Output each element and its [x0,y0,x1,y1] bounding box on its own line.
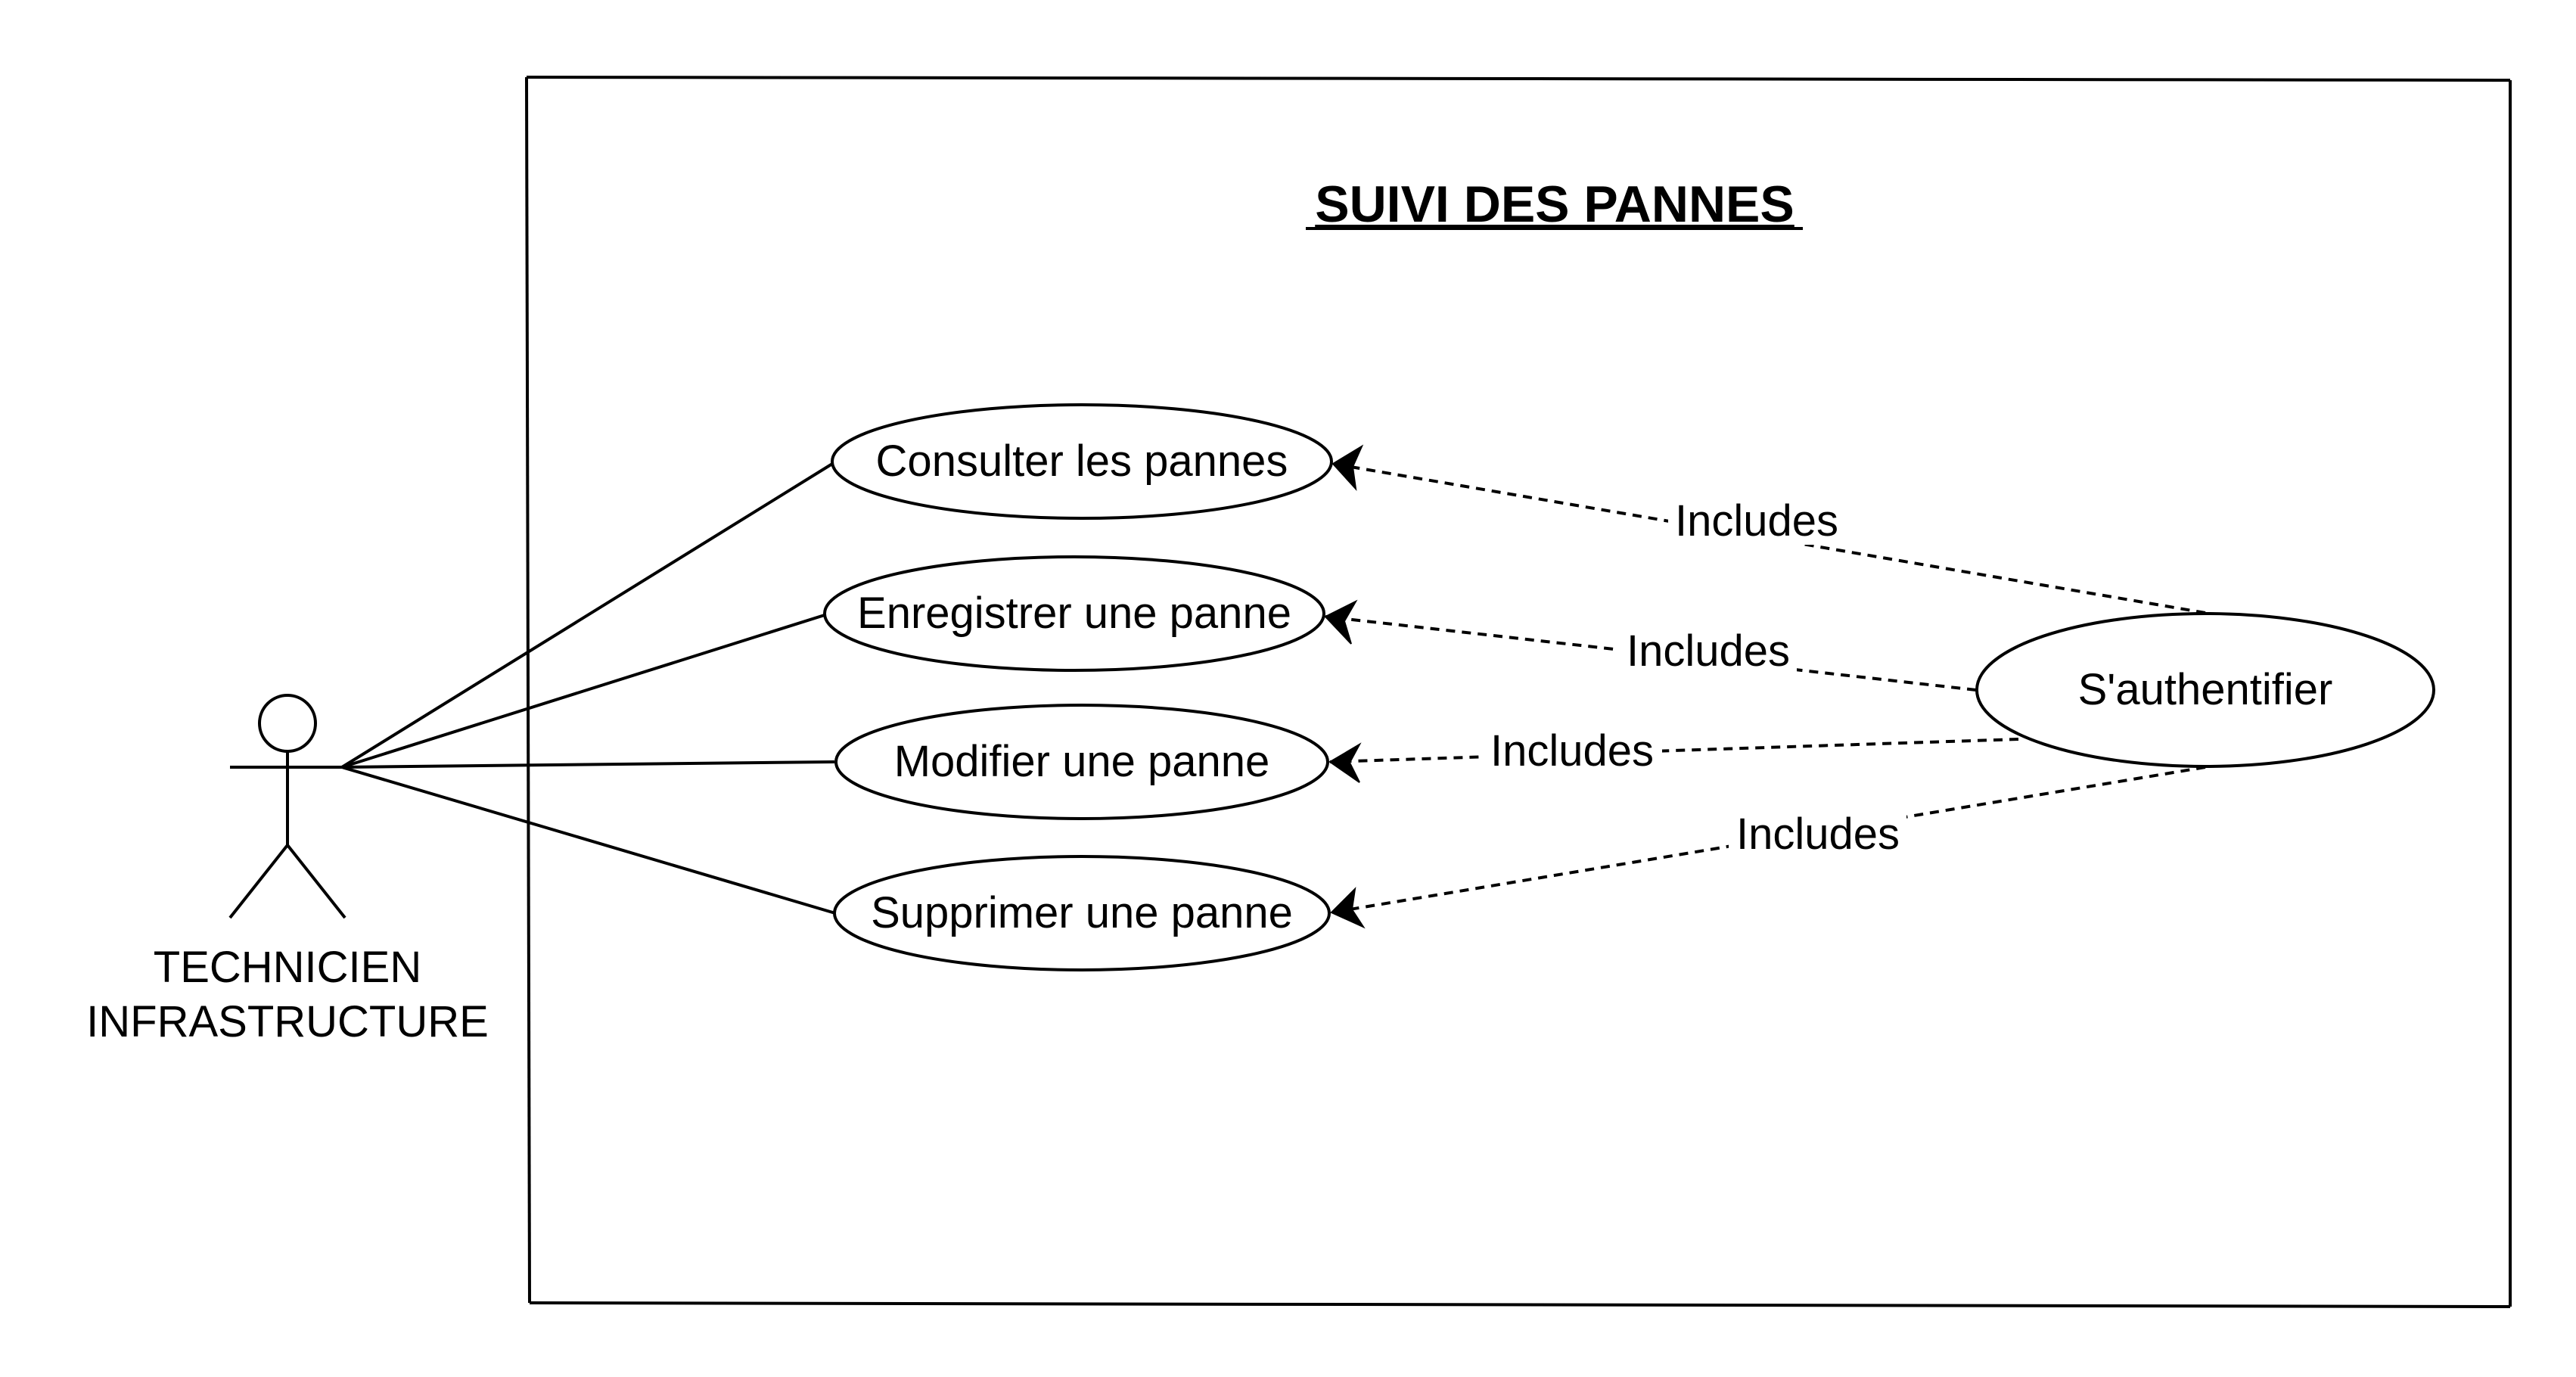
actor-right-leg [286,844,346,919]
association-consulter [340,460,837,769]
use-case-consulter: Consulter les pannes [831,403,1333,520]
include-arrowhead-modifier [1328,742,1362,783]
use-case-supprimer-shape [833,855,1331,971]
use-case-consulter-shape [831,403,1333,520]
actor-name-line2: INFRASTRUCTURE [86,997,489,1046]
use-case-enregistrer-shape [823,555,1325,672]
system-boundary [525,76,2512,1308]
use-case-enregistrer: Enregistrer une panne [823,555,1325,672]
use-case-modifier-shape [834,704,1329,820]
use-case-supprimer-label: Supprimer une panne [871,888,1293,937]
use-case-enregistrer-label: Enregistrer une panne [857,589,1291,638]
include-label-enregistrer: Includes [1627,626,1790,676]
include-label-enregistrer-group: Includes [1619,620,1797,681]
association-supprimer [341,766,836,915]
use-case-authentifier: S'authentifier [1975,612,2435,768]
use-case-supprimer: Supprimer une panne [833,855,1331,971]
include-line-supprimer [1331,766,2206,914]
include-label-consulter-group: Includes [1668,484,1846,546]
include-line-modifier [1329,738,2019,763]
use-case-modifier: Modifier une panne [834,704,1329,820]
include-label-supprimer: Includes [1736,810,1900,859]
actor-figure [228,694,346,919]
actor-head [258,694,317,753]
include-arrowhead-supprimer [1330,887,1366,929]
include-line-enregistrer [1325,615,1977,692]
include-dependencies [1324,444,2206,929]
use-case-authentifier-label: S'authentifier [2078,665,2333,714]
include-label-supprimer-group: Includes [1729,804,1906,864]
association-modifier [341,760,835,769]
system-title: SUIVI DES PANNES [1315,176,1794,233]
use-case-authentifier-shape [1975,612,2435,768]
actor-left-leg [228,844,289,919]
associations [340,460,837,915]
association-enregistrer [341,613,828,769]
actor-name-line1: TECHNICIEN [154,943,421,992]
include-arrowhead-enregistrer [1324,599,1358,645]
use-case-consulter-label: Consulter les pannes [876,437,1288,486]
use-case-modifier-label: Modifier une panne [894,737,1270,786]
include-line-consulter [1332,462,2206,614]
include-label-modifier: Includes [1490,726,1654,776]
include-label-modifier-group: Includes [1484,720,1662,781]
include-label-consulter: Includes [1675,496,1838,546]
include-arrowhead-consulter [1332,444,1364,492]
